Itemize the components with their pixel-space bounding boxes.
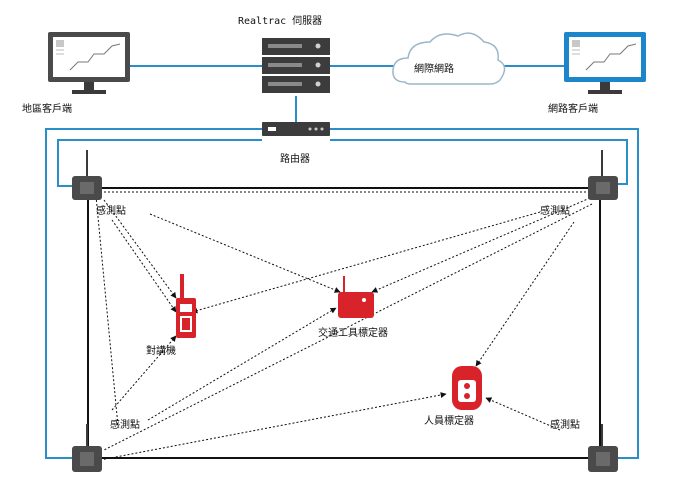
radio-label: 對講機 [146, 344, 176, 357]
local-client-label: 地區客戶端 [22, 102, 72, 115]
arrow-tl-vehicle [149, 213, 341, 293]
server-icon [262, 38, 330, 93]
signal-arrows [95, 191, 593, 461]
arrow-tr-vehicle [371, 197, 591, 293]
sensor-br-label: 感測點 [550, 418, 580, 431]
arrow-bl-radio [111, 335, 177, 411]
arrow-br-person [485, 397, 561, 431]
cloud-icon [392, 32, 506, 85]
vehicle-tag-label: 交通工具標定器 [318, 326, 388, 339]
router-label: 路由器 [280, 152, 310, 165]
arrow-tl-radio-2 [103, 199, 177, 299]
radio-icon [176, 274, 196, 338]
link-router-sensor-tl [57, 139, 262, 187]
link-router-sensor-tr [330, 139, 628, 185]
cloud-label: 網際網路 [414, 62, 454, 75]
sensor-tr-label: 感測點 [540, 204, 570, 217]
link-outer-right [329, 128, 639, 459]
person-tag-label: 人員標定器 [424, 414, 474, 427]
vehicle-tag-icon [338, 276, 374, 318]
local-client-monitor-icon [48, 32, 130, 94]
sensor-tr-icon [588, 150, 618, 200]
arrow-tl-radio [111, 219, 177, 313]
link-outer-left [45, 128, 263, 459]
coverage-area-boundary [87, 187, 601, 459]
network-links [45, 65, 639, 459]
arrow-bl-person [99, 392, 447, 461]
arrow-tr-bl [103, 203, 593, 451]
sensor-bl-label: 感測點 [110, 418, 140, 431]
sensor-bl-icon [72, 424, 102, 472]
arrow-bl-vehicle [147, 307, 337, 421]
web-client-monitor-icon [564, 32, 646, 94]
web-client-label: 網路客戶端 [548, 102, 598, 115]
router-icon [262, 122, 330, 136]
server-label: Realtrac 伺服器 [238, 14, 322, 27]
person-tag-icon [452, 366, 482, 410]
sensor-br-icon [588, 424, 618, 472]
sensor-tl-label: 感測點 [96, 204, 126, 217]
sensor-tl-icon [72, 150, 102, 200]
arrow-tr-radio [191, 211, 541, 314]
arrow-tr-person [475, 221, 575, 367]
arrow-tl-br [95, 195, 119, 427]
